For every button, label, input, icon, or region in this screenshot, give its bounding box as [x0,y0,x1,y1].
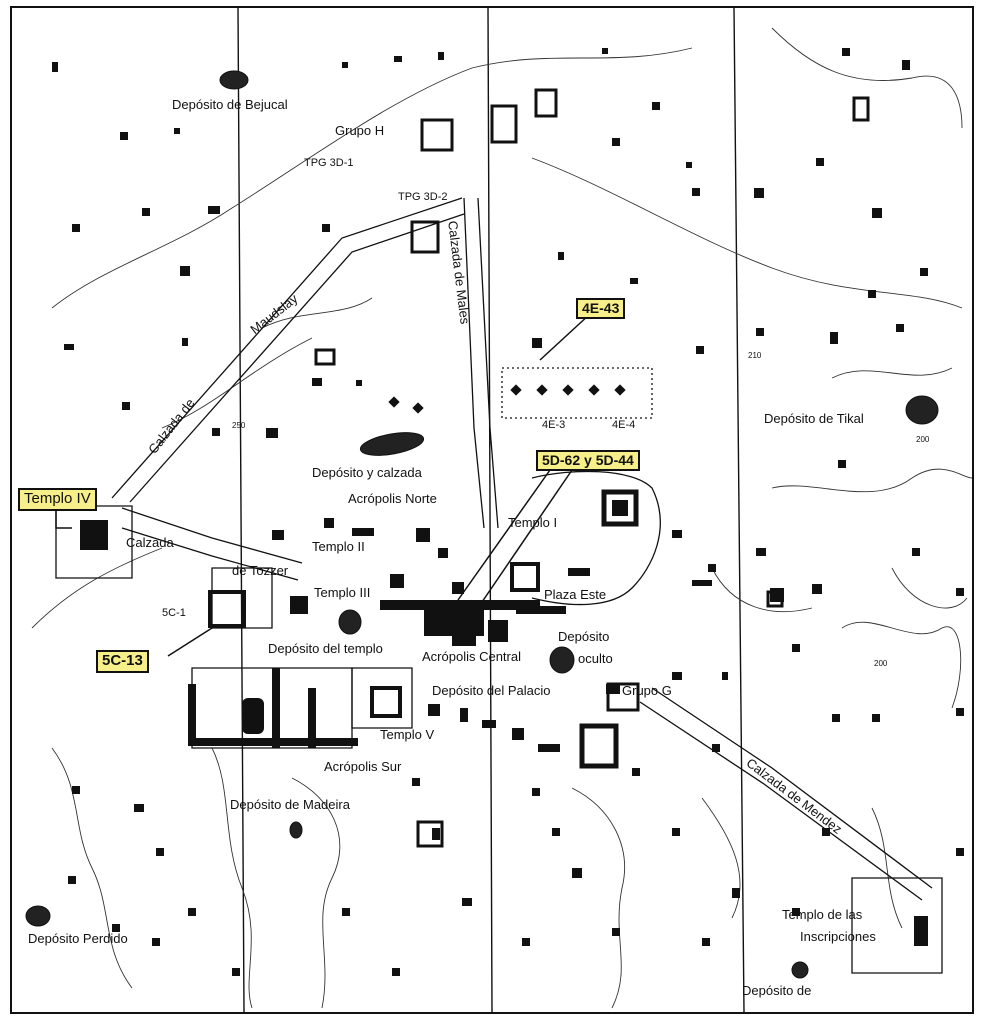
grid-line [487,8,493,1012]
label-deposito-perdido: Depósito Perdido [28,931,128,946]
map-frame: Depósito de Bejucal Grupo H TPG 3D-1 TPG… [10,6,974,1014]
label-deposito-de-bottom: Depósito de [742,983,812,998]
label-acropolis-norte: Acrópolis Norte [348,491,437,506]
label-calzada-tozzer-1: Calzada [126,535,174,550]
label-grupo-h: Grupo H [335,123,385,138]
highlight-4e-43: 4E-43 [576,298,626,320]
grupo-h-structures [314,88,870,848]
small-structures [52,48,964,976]
label-templo-inscripciones-2: Inscripciones [800,929,876,944]
label-deposito-templo: Depósito del templo [268,641,383,656]
contour-lines [31,27,972,1009]
tikal-map-drawing [25,8,972,1012]
label-tpg-3d2: TPG 3D-2 [398,191,448,203]
label-templo-iii: Templo III [314,585,371,600]
label-templo-ii: Templo II [312,539,365,554]
label-calzada-tozzer-2: de Tozzer [232,563,289,578]
highlight-5c-13: 5C-13 [96,650,149,673]
label-deposito-calzada: Depósito y calzada [312,465,422,480]
label-deposito-tikal: Depósito de Tikal [764,411,864,426]
label-acropolis-central: Acrópolis Central [422,649,521,664]
label-templo-v: Templo V [380,727,435,742]
label-deposito-bejucal: Depósito de Bejucal [172,97,288,112]
label-deposito-madeira: Depósito de Madeira [230,797,350,812]
reservoir-bottom [791,961,809,979]
label-str-5c54: Str. 5C-54 [200,737,250,749]
label-contour-210: 210 [748,351,762,360]
reservoir-bejucal [219,70,249,90]
label-templo-inscripciones-1: Templo de las [782,907,863,922]
highlight-5d-62-44: 5D-62 y 5D-44 [536,450,640,472]
reservoir-madeira [289,821,303,839]
label-acropolis-sur: Acrópolis Sur [324,759,402,774]
label-templo-i: Templo I [508,515,558,530]
grid-line [733,8,745,1012]
reservoir-tikal [905,395,939,425]
reservoir-templo [338,609,362,635]
label-deposito-palacio: Depósito del Palacio [432,683,551,698]
label-contour-200b: 200 [874,659,888,668]
label-contour-200a: 200 [916,435,930,444]
reservoir-calzada [359,432,425,456]
central-acropolis [188,600,620,748]
causeways [55,197,943,974]
diamond-markers [388,384,626,414]
reservoir-oculto [549,646,575,674]
label-deposito-oculto-1: Depósito [558,629,610,644]
highlight-templo-iv: Templo IV [18,488,97,511]
label-4e-4: 4E-4 [612,419,636,431]
label-5c-1: 5C-1 [162,607,186,619]
reservoir-perdido [25,905,51,927]
major-structures [80,489,928,946]
label-deposito-oculto-2: oculto [578,651,613,666]
label-4e-3: 4E-3 [542,419,566,431]
label-grupo-g: Grupo G [622,683,672,698]
label-tpg-3d1: TPG 3D-1 [304,157,354,169]
reservoirs [25,70,939,979]
grid-line [237,8,245,1012]
templo-iv-mark [80,520,108,550]
label-contour-250: 250 [232,421,246,430]
label-plaza-este: Plaza Este [544,587,607,602]
